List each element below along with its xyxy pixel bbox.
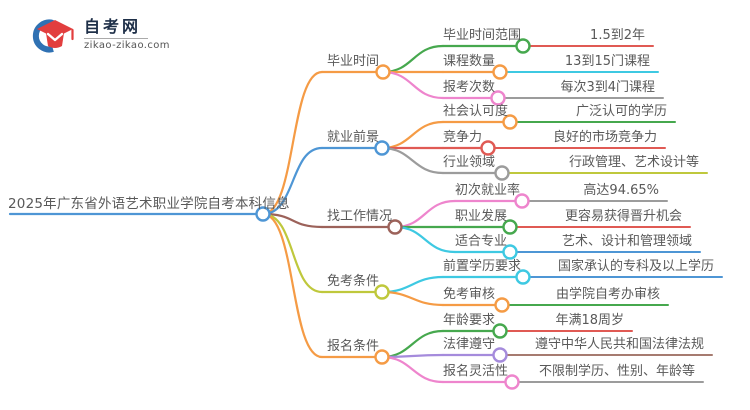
node-toggle[interactable] [374,284,390,300]
leaf-value-prior-education-requirement: 国家承认的专科及以上学历 [557,259,714,274]
link [380,275,445,294]
branch-registration [320,323,713,390]
link-root-graduation-time [261,70,324,216]
leaf-value-exam-sittings: 每次3到4门课程 [560,80,655,95]
branch-label-registration: 报名条件 [327,339,380,354]
sub-label-suitable-majors: 适合专业 [455,234,508,249]
node-toggle[interactable] [374,140,390,156]
sub-label-exemption-review: 免考审核 [443,287,496,302]
sub-label-signup-flexibility: 报名灵活性 [443,364,509,379]
node-toggle[interactable] [515,38,531,54]
sub-label-first-employment-rate: 初次就业率 [455,183,521,198]
branch-label-exemption: 免考条件 [327,274,380,289]
leaf-value-exemption-review: 由学院自考办审核 [555,287,660,302]
root-node-toggle[interactable] [255,206,271,222]
sub-label-industry-fields: 行业领域 [443,155,496,170]
leaf-value-graduation-range: 1.5到2年 [590,28,645,43]
branch-label-graduation-time: 毕业时间 [327,54,380,69]
graduation-cap-icon [32,19,74,53]
sub-label-course-count: 课程数量 [443,54,496,69]
sub-label-exam-sittings: 报考次数 [443,80,496,95]
leaf-value-signup-flexibility: 不限制学历、性别、年龄等 [538,364,695,379]
root-node-lines [8,70,324,359]
link [381,70,445,100]
branch-graduation-time [320,38,664,106]
link [381,44,445,74]
site-url: zikao-zikao.com [84,40,170,51]
leaf-value-career-development: 更容易获得晋升机会 [564,209,682,224]
link-root-registration [261,212,324,359]
node-toggle[interactable] [490,90,506,106]
leaf-value-first-employment-rate: 高达94.65% [583,183,659,198]
leaf-value-industry-fields: 行政管理、艺术设计等 [568,155,699,170]
link-root-exemption [261,212,324,294]
sub-label-career-development: 职业发展 [455,209,508,224]
node-toggle[interactable] [494,165,510,181]
node-toggle[interactable] [504,374,520,390]
node-toggle[interactable] [515,269,531,285]
sub-label-law-compliance: 法律遵守 [443,337,496,352]
leaf-value-suitable-majors: 艺术、设计和管理领域 [561,234,692,249]
node-toggle[interactable] [492,64,508,80]
sub-label-competitiveness: 竞争力 [443,130,483,145]
branch-label-employment-prospects: 就业前景 [327,130,380,145]
branch-label-job-situation: 找工作情况 [327,209,393,224]
leaf-value-age-requirement: 年满18周岁 [555,313,624,328]
logo-divider [84,38,148,39]
leaf-value-social-recognition: 广泛认可的学历 [575,104,667,119]
sub-label-graduation-range: 毕业时间范围 [443,28,522,43]
node-toggle[interactable] [492,347,508,363]
logo-crescent [32,19,54,53]
logo-text: 自考网 zikao-zikao.com [84,18,170,52]
node-toggle[interactable] [502,219,518,235]
leaf-value-course-count: 13到15门课程 [564,54,650,69]
leaf-value-competitiveness: 良好的市场竞争力 [552,130,657,145]
node-toggle[interactable] [387,219,403,235]
node-toggle[interactable] [494,297,510,313]
site-logo[interactable]: 自考网 zikao-zikao.com [28,12,170,58]
link [380,355,445,384]
site-name: 自考网 [84,17,142,36]
link [380,290,445,307]
link [393,199,457,229]
leaf-value-law-compliance: 遵守中华人民共和国法律法规 [534,337,704,352]
link-root-job-situation [261,212,324,229]
root-node-label: 2025年广东省外语艺术职业学院自考本科信息 [8,196,290,212]
node-toggle[interactable] [502,114,518,130]
node-toggle[interactable] [492,323,508,339]
node-toggle[interactable] [374,349,390,365]
link [380,146,445,175]
link [380,329,445,359]
node-toggle[interactable] [502,244,518,260]
logo-cap-chevron [46,32,64,42]
branch-employment-prospects [320,114,708,181]
node-toggle[interactable] [375,64,391,80]
node-toggle[interactable] [514,193,530,209]
sub-label-social-recognition: 社会认可度 [443,104,509,119]
sub-label-prior-education-requirement: 前置学历要求 [443,259,522,274]
link [393,225,457,254]
logo-cap-board [37,20,73,38]
branch-exemption [320,269,723,313]
link-root-employment-prospects [261,146,324,216]
link [380,120,445,150]
sub-label-age-requirement: 年龄要求 [443,313,496,328]
node-toggle[interactable] [480,140,496,156]
branch-job-situation [320,193,701,260]
